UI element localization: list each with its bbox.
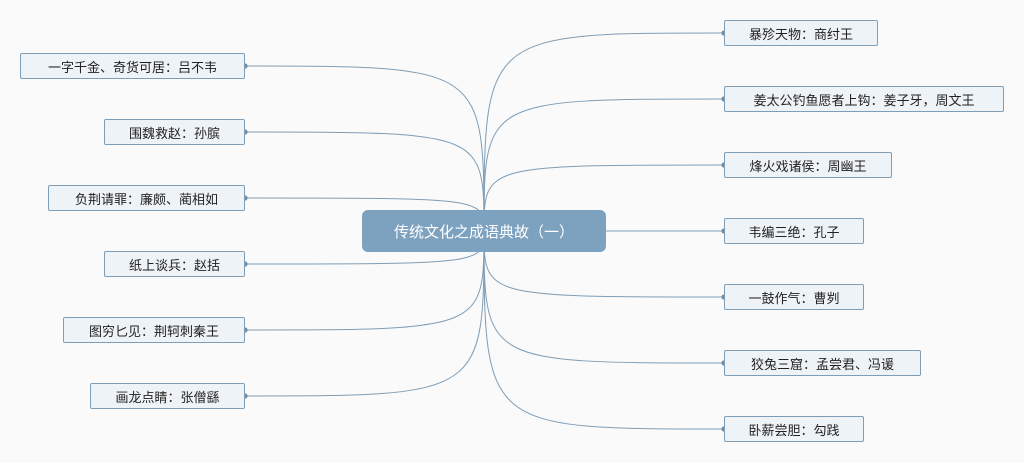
connector-r4: [483, 230, 725, 298]
topic-lian-po[interactable]: 负荆请罪：廉颇、蔺相如: [48, 185, 245, 211]
connector-r1: [483, 98, 725, 232]
topic-confucius[interactable]: 韦编三绝：孔子: [724, 218, 864, 244]
connector-r0: [483, 32, 725, 232]
connector-r2: [483, 164, 725, 232]
central-topic[interactable]: 传统文化之成语典故（一）: [362, 210, 606, 252]
topic-lv-buwei[interactable]: 一字千金、奇货可居：吕不韦: [20, 53, 245, 79]
topic-jing-ke[interactable]: 图穷匕见：荆轲刺秦王: [63, 317, 245, 343]
connector-l1: [244, 131, 485, 232]
topic-zhang-sengyao[interactable]: 画龙点睛：张僧繇: [90, 383, 245, 409]
topic-shang-zhou[interactable]: 暴殄天物：商纣王: [724, 20, 878, 46]
topic-sun-bin[interactable]: 围魏救赵：孙膑: [104, 119, 245, 145]
topic-cao-gui[interactable]: 一鼓作气：曹刿: [724, 284, 864, 310]
topic-zhou-you[interactable]: 烽火戏诸侯：周幽王: [724, 152, 892, 178]
topic-jiang-ziya[interactable]: 姜太公钓鱼愿者上钩：姜子牙，周文王: [724, 86, 1004, 112]
topic-zhao-kuo[interactable]: 纸上谈兵：赵括: [104, 251, 245, 277]
connector-l0: [244, 65, 485, 232]
topic-mengchang[interactable]: 狡兔三窟：孟尝君、冯谖: [724, 350, 921, 376]
connector-r6: [483, 230, 725, 430]
topic-gou-jian[interactable]: 卧薪尝胆：勾践: [724, 416, 864, 442]
connector-l5: [244, 230, 485, 397]
